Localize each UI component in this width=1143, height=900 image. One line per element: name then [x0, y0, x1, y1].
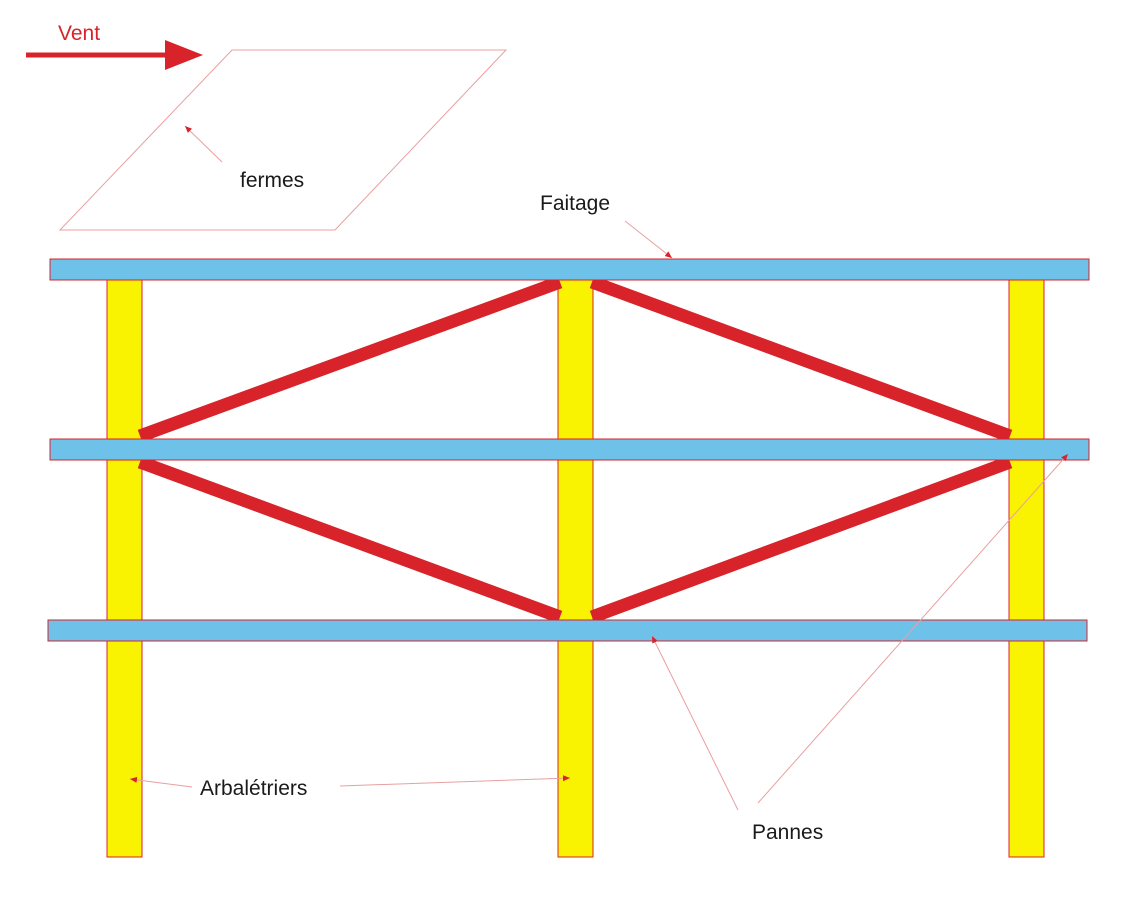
brace-upper-right	[589, 275, 1013, 443]
faitage-label: Faitage	[540, 192, 610, 215]
panne-bottom	[47, 619, 1088, 642]
fermes-label: fermes	[240, 169, 304, 192]
arbaletriers-leader-middle	[339, 775, 571, 787]
pannes-leader-bottom	[651, 635, 739, 811]
fermes-plane	[58, 49, 508, 231]
faitage-beam	[49, 258, 1090, 281]
fermes-leader-line	[184, 125, 223, 163]
arbaletrier-left	[106, 279, 143, 858]
brace-upper-left	[137, 275, 563, 443]
bracing	[137, 275, 1013, 624]
panne-middle	[49, 438, 1090, 461]
brace-lower-right	[589, 455, 1013, 624]
brace-lower-left	[137, 455, 563, 624]
vent-label: Vent	[58, 22, 100, 45]
faitage-leader-line	[624, 220, 673, 259]
pannes-label: Pannes	[752, 821, 823, 844]
arbaletrier-middle	[557, 279, 594, 858]
arbaletriers-leader-left	[129, 776, 193, 788]
wind-arrow	[26, 40, 203, 70]
arbaletrier-right	[1008, 279, 1045, 858]
arbaletriers-label: Arbalétriers	[200, 777, 307, 800]
pannes-leader-middle	[757, 453, 1069, 804]
